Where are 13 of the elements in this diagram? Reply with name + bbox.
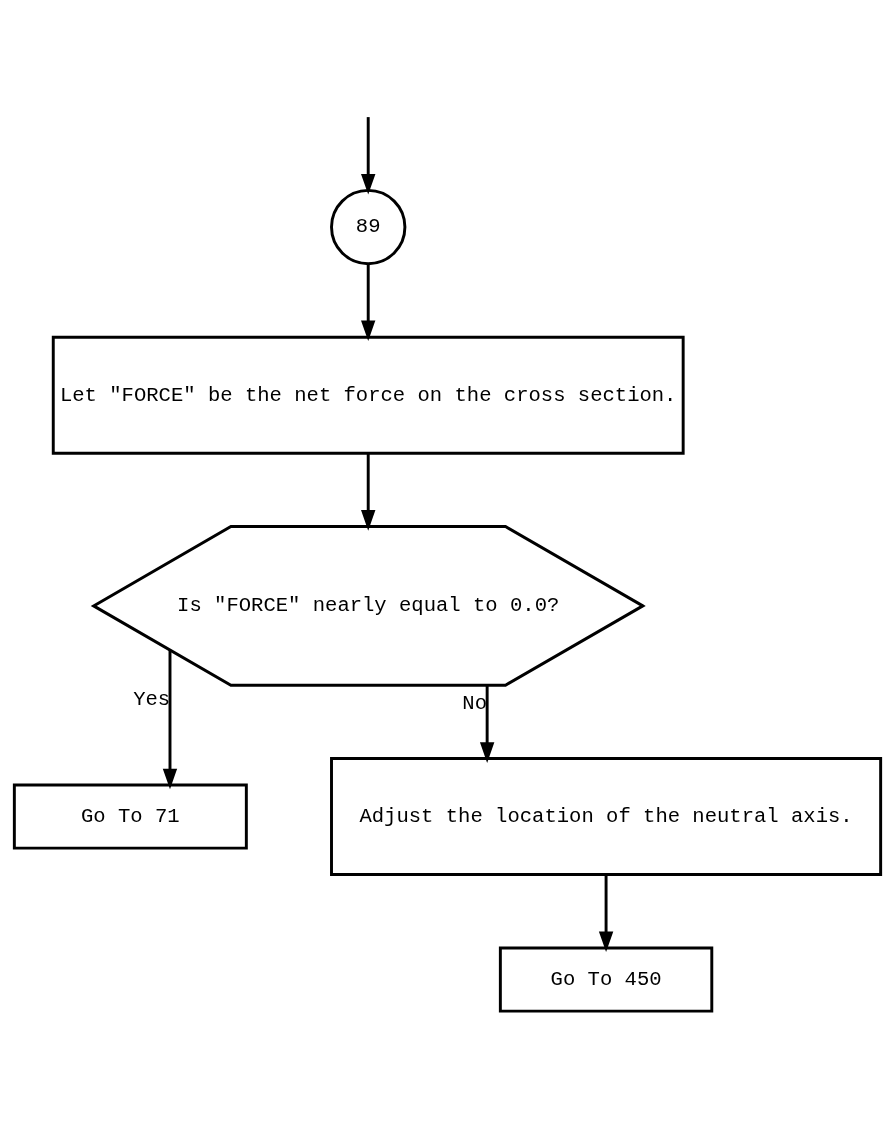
arrow <box>479 685 495 763</box>
node-box: Let "FORCE" be the net force on the cross section. <box>51 335 685 455</box>
edge-label: Yes <box>133 687 171 711</box>
node-circle: 89 <box>330 188 407 266</box>
node-box: Adjust the location of the neutral axis. <box>330 757 883 877</box>
node-box: Go To 71 <box>12 783 248 850</box>
edge-label: No <box>462 692 487 716</box>
arrow <box>361 117 376 195</box>
arrow <box>361 263 376 341</box>
arrow <box>162 650 178 790</box>
arrow <box>361 453 376 531</box>
arrow <box>598 874 614 953</box>
node-box: Go To 450 <box>498 946 714 1013</box>
